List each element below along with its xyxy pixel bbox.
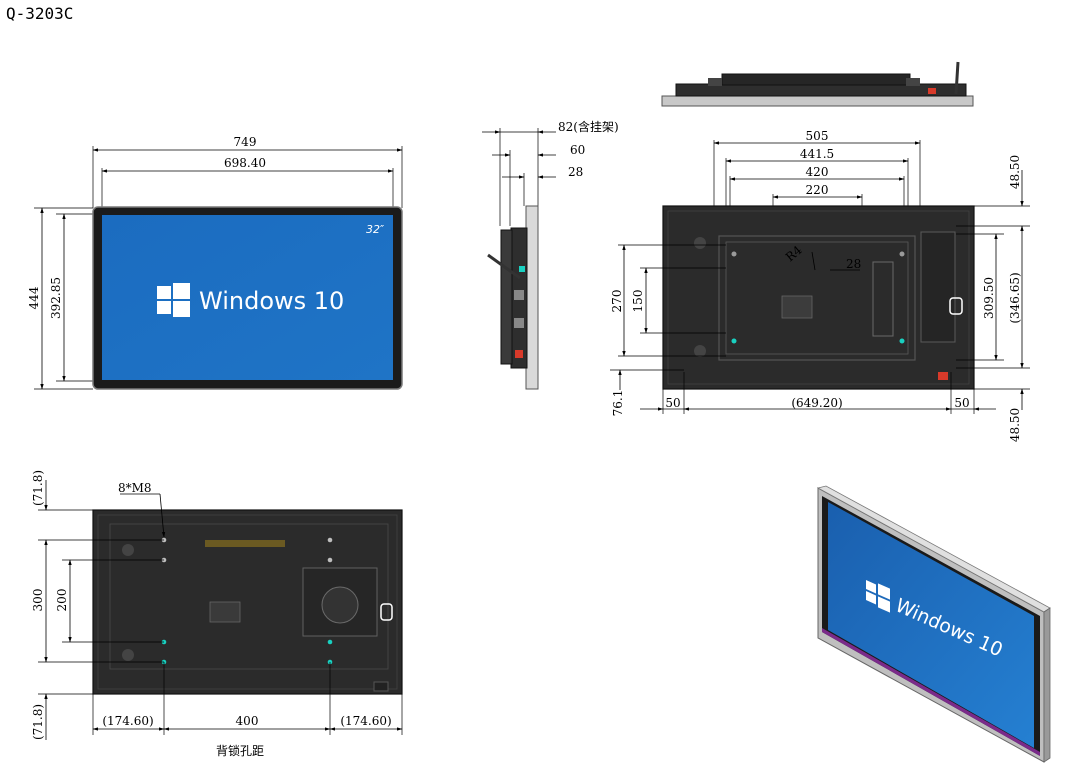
back-view: 505 441.5 420 220 R4 28 270 150 xyxy=(610,129,1030,442)
front-height-inner: 392.85 xyxy=(49,277,63,319)
back-dim-270: 270 xyxy=(610,290,624,313)
rear-dim-top-718: (71.8) xyxy=(31,470,45,506)
back-dim-441: 441.5 xyxy=(800,147,834,161)
top-view xyxy=(661,61,974,107)
back-dim-309: 309.50 xyxy=(982,277,996,319)
iso-view: Windows 10 xyxy=(816,485,1051,763)
side-depth-body: 28 xyxy=(568,165,583,179)
back-dim-28: 28 xyxy=(846,257,861,271)
back-dim-649: (649.20) xyxy=(791,396,842,410)
rear-dim-400: 400 xyxy=(236,714,259,728)
back-dim-346: (346.65) xyxy=(1008,272,1022,323)
rear-dim-200: 200 xyxy=(55,589,69,612)
front-size-label: 32″ xyxy=(366,223,385,236)
rear-dim-bot-718: (71.8) xyxy=(31,704,45,740)
back-dim-505: 505 xyxy=(806,129,829,143)
rear-view: 8*M8 (71.8) 300 200 (71.8) (174.60) 400 … xyxy=(31,470,403,758)
front-os-text: Windows 10 xyxy=(199,287,344,315)
front-view: 749 698.40 444 392.85 Windows 10 32″ xyxy=(27,135,403,390)
rear-dim-300: 300 xyxy=(31,589,45,612)
rear-dim-174-right: (174.60) xyxy=(340,714,391,728)
front-height-outer: 444 xyxy=(27,286,41,309)
front-width-inner: 698.40 xyxy=(224,156,266,170)
side-view: 82(含挂架) 60 28 xyxy=(482,119,619,390)
side-depth-mid: 60 xyxy=(570,143,585,157)
rear-caption: 背锁孔距 xyxy=(216,743,264,758)
back-dim-761: 76.1 xyxy=(611,390,625,417)
iso-windows-logo-icon xyxy=(866,580,890,613)
front-width-outer: 749 xyxy=(234,135,257,149)
iso-screen xyxy=(828,502,1034,748)
rear-holes-label: 8*M8 xyxy=(118,481,152,495)
back-dim-150: 150 xyxy=(631,290,645,313)
back-dim-420: 420 xyxy=(806,165,829,179)
side-depth-bracket: 82(含挂架) xyxy=(558,119,619,134)
page-title: Q-3203C xyxy=(6,4,74,23)
back-dim-top-4850: 48.50 xyxy=(1008,155,1022,189)
back-dim-50-right: 50 xyxy=(954,396,969,410)
front-screen xyxy=(102,215,393,380)
back-dim-220: 220 xyxy=(806,183,829,197)
windows-logo-icon xyxy=(157,283,190,317)
back-dim-50-left: 50 xyxy=(665,396,680,410)
rear-dim-174-left: (174.60) xyxy=(102,714,153,728)
back-dim-bot-4850: 48.50 xyxy=(1008,408,1022,442)
